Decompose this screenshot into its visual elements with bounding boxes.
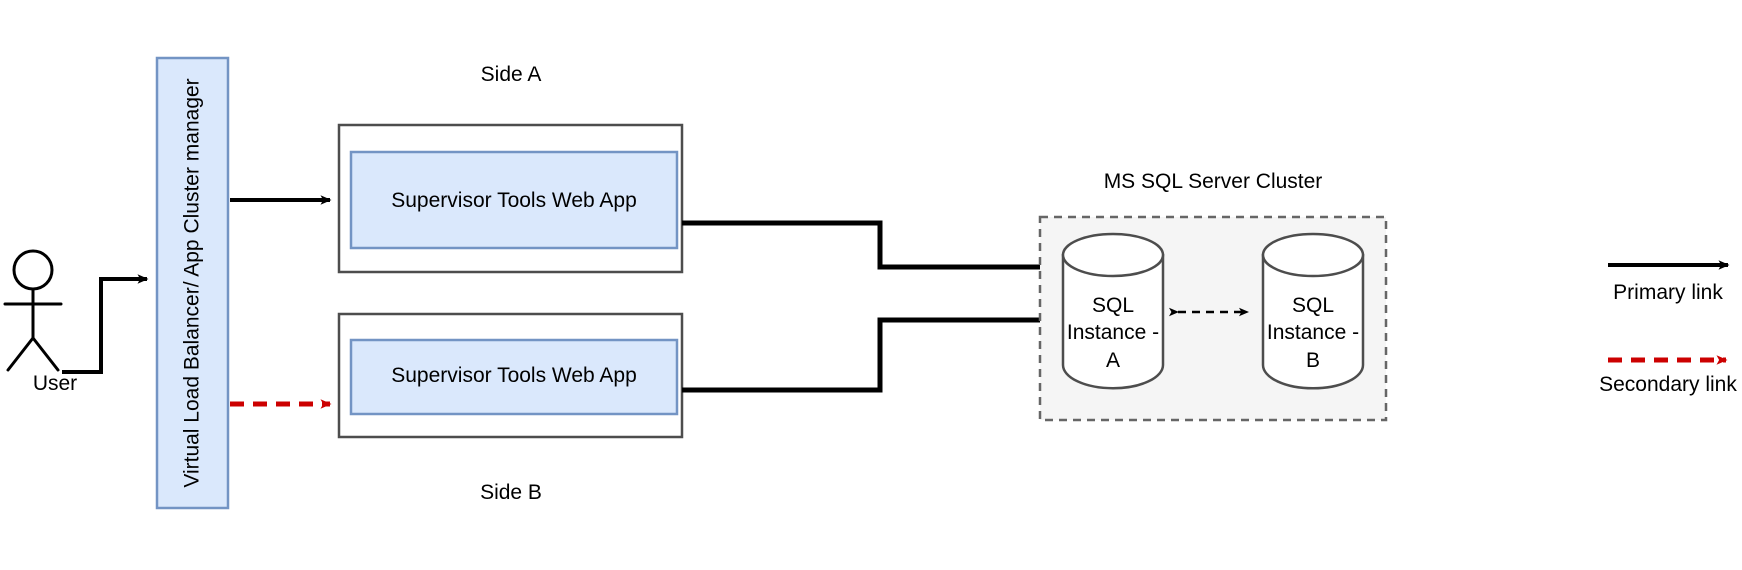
sql-instance-b-line-1: SQL [1291,294,1335,317]
legend-secondary-label: Secondary link [1599,373,1737,396]
sql-instance-b-label: SQL Instance - B [1243,292,1383,374]
connector-sidea-to-cluster [682,220,1154,272]
sql-cluster-title: MS SQL Server Cluster [1103,170,1323,193]
side-a-label: Side A [480,63,542,86]
sql-instance-a-cylinder[interactable] [1061,232,1165,390]
side-b-webapp-label: Supervisor Tools Web App [391,364,637,387]
sql-instance-b-cylinder[interactable] [1261,232,1365,390]
user-label: User [32,372,78,395]
sql-instance-b-line-2: Instance - [1266,321,1360,345]
connector-user-to-loadbalancer [62,274,149,374]
sql-instance-a-line-3: A [1105,348,1120,372]
side-b-label: Side B [480,481,542,504]
load-balancer-box[interactable] [155,56,230,510]
side-a-webapp-box[interactable] [349,150,679,250]
side-a-webapp-label: Supervisor Tools Web App [391,189,637,212]
sql-instance-a-line-2: Instance - [1066,321,1160,345]
connector-sideb-to-cluster [682,315,1154,393]
side-b-webapp-box[interactable] [349,338,679,416]
sql-instance-b-line-3: B [1305,348,1320,372]
sql-instance-a-label: SQL Instance - A [1043,292,1183,374]
legend-primary-label: Primary link [1613,281,1723,304]
sql-instance-a-line-1: SQL [1091,294,1135,317]
stick-figure-icon [3,249,63,372]
